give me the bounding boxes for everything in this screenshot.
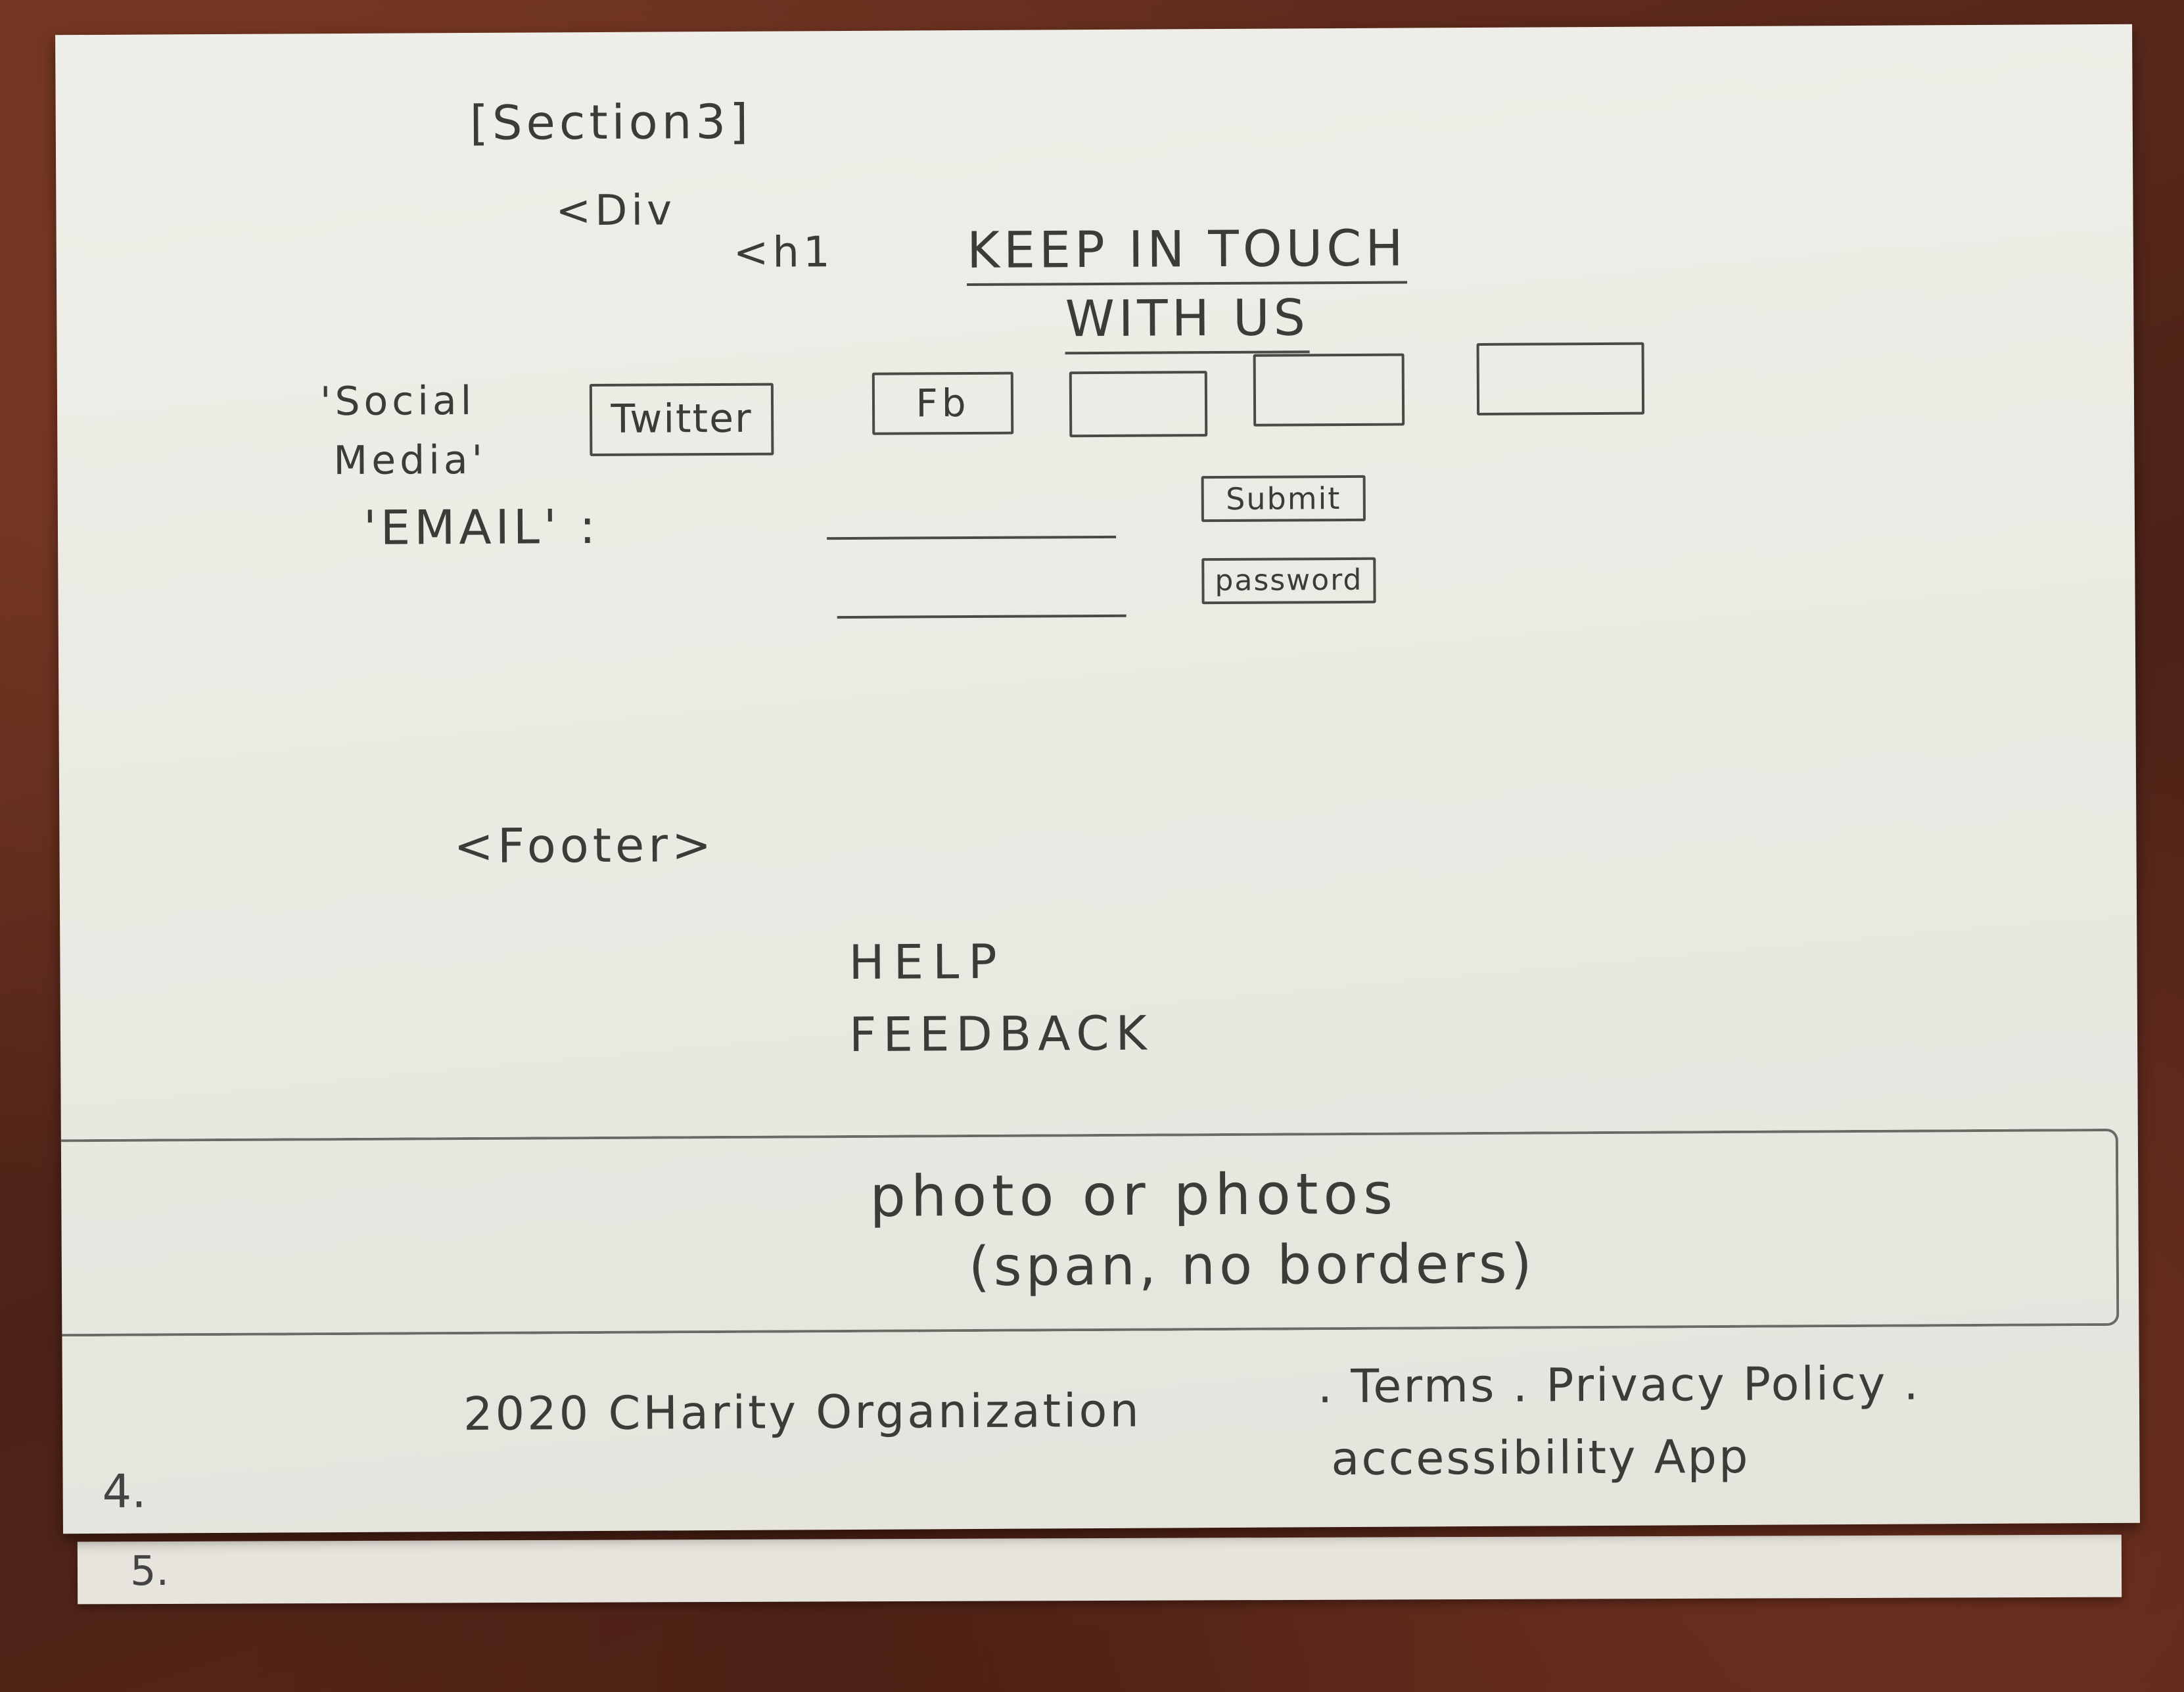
twitter-button[interactable]: Twitter <box>589 383 774 457</box>
page-number-next: 5. <box>129 1546 170 1595</box>
email-label: 'EMAIL' : <box>363 498 600 555</box>
heading-line-2: WITH US <box>1065 288 1310 355</box>
password-input[interactable] <box>837 588 1127 619</box>
feedback-link[interactable]: FEEDBACK <box>848 1005 1153 1062</box>
section-label: [Section3] <box>469 93 753 151</box>
copyright-text: 2020 CHarity Organization <box>463 1383 1142 1442</box>
social-button-4[interactable] <box>1253 353 1405 427</box>
twitter-button-label: Twitter <box>611 395 753 442</box>
next-sheet: 5. <box>77 1534 2122 1605</box>
password-button[interactable]: password <box>1201 557 1376 605</box>
social-media-label-line-2: Media' <box>333 436 487 484</box>
heading-line-1: KEEP IN TOUCH <box>966 218 1407 287</box>
facebook-button[interactable]: Fb <box>871 371 1014 435</box>
facebook-button-label: Fb <box>916 381 970 426</box>
legal-links-line-1[interactable]: . Terms . Privacy Policy . <box>1317 1356 1920 1414</box>
page-number-current: 4. <box>102 1464 147 1518</box>
social-button-5[interactable] <box>1476 342 1645 415</box>
photo-note-line-1: photo or photos <box>870 1161 1399 1230</box>
div-tag: <Div <box>555 186 676 236</box>
page-heading: KEEP IN TOUCH WITH US <box>931 218 1444 355</box>
password-button-label: password <box>1215 563 1363 598</box>
h1-tag: <h1 <box>733 228 834 277</box>
submit-button-label: Submit <box>1226 481 1341 517</box>
photo-placeholder: photo or photos (span, no borders) <box>60 1128 2120 1337</box>
social-media-label-line-1: 'Social <box>319 377 476 425</box>
photo-note-line-2: (span, no borders) <box>968 1233 1536 1299</box>
submit-button[interactable]: Submit <box>1201 475 1366 523</box>
social-button-3[interactable] <box>1069 371 1208 438</box>
footer-tag: <Footer> <box>453 817 716 874</box>
legal-links-line-2[interactable]: accessibility App <box>1331 1429 1750 1486</box>
help-link[interactable]: HELP <box>848 933 1006 990</box>
wireframe-sheet: [Section3] <Div <h1 KEEP IN TOUCH WITH U… <box>55 24 2140 1534</box>
email-input[interactable] <box>826 509 1117 540</box>
